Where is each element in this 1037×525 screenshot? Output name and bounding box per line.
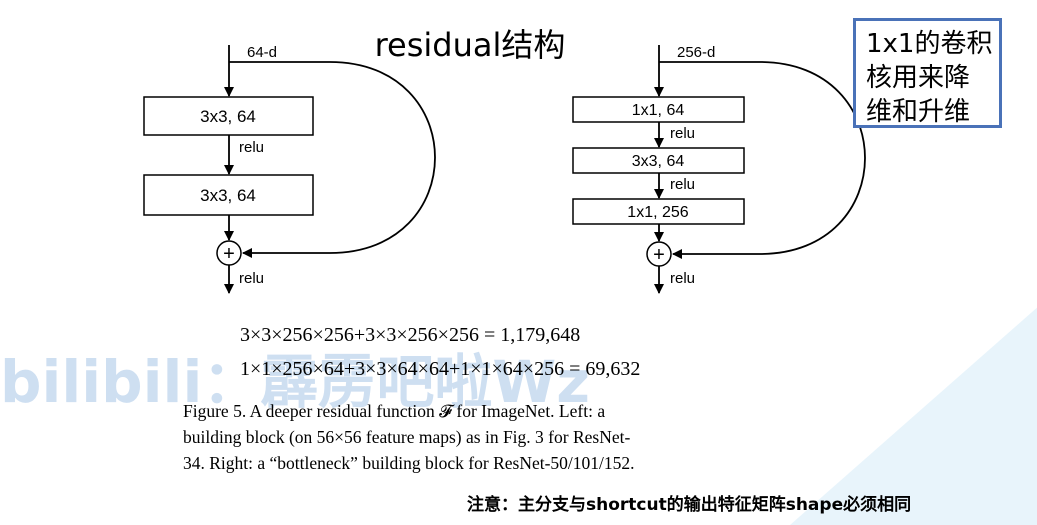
right-relu-label-1: relu <box>670 125 695 142</box>
right-layer-label-1: 1x1, 64 <box>632 102 685 119</box>
right-relu-label-2: relu <box>670 176 695 193</box>
right-layer-label-3: 1x1, 256 <box>627 204 688 221</box>
left-relu-label-2: relu <box>239 270 264 287</box>
caption-line-3: 34. Right: a “bottleneck” building block… <box>183 453 635 473</box>
right-layer-box-1 <box>572 96 745 123</box>
left-layer-label-1: 3x3, 64 <box>200 107 256 126</box>
decorative-triangle <box>790 305 1037 525</box>
left-layer-label-2: 3x3, 64 <box>200 186 256 205</box>
figure-caption: Figure 5. A deeper residual function 𝓕 f… <box>183 398 743 476</box>
page-title: residual结构 <box>374 26 566 64</box>
left-building-block: 64-d 3x3, 64 relu 3x3, 64 + relu <box>143 44 436 294</box>
watermark: bilibili：霹雳吧啦Wz <box>0 348 591 416</box>
note-line-2: 核用来降 <box>866 63 971 93</box>
equation-2: 1×1×256×64+3×3×64×64+1×1×64×256 = 69,632 <box>240 358 641 380</box>
note-line-1: 1x1的卷积 <box>866 29 993 59</box>
equation-1: 3×3×256×256+3×3×256×256 = 1,179,648 <box>240 324 581 346</box>
left-shortcut-arrow <box>229 61 436 258</box>
right-add-symbol: + <box>653 244 665 266</box>
right-layer-box-2 <box>572 147 745 174</box>
right-layer-box-3 <box>572 198 745 225</box>
right-layer-label-2: 3x3, 64 <box>632 153 685 170</box>
footer-note: 注意：主分支与shortcut的输出特征矩阵shape必须相同 <box>467 495 912 515</box>
left-relu-label-1: relu <box>239 139 264 156</box>
right-relu-label-3: relu <box>670 270 695 287</box>
left-input-label: 64-d <box>247 44 277 61</box>
caption-line-1: Figure 5. A deeper residual function 𝓕 f… <box>183 401 606 421</box>
left-add-symbol: + <box>223 243 235 265</box>
note-line-3: 维和升维 <box>866 97 971 127</box>
right-shortcut-arrow <box>659 61 866 259</box>
caption-line-2: building block (on 56×56 feature maps) a… <box>183 427 631 447</box>
right-input-label: 256-d <box>677 44 715 61</box>
right-building-block: 256-d 1x1, 64 relu 3x3, 64 relu 1x1, 256… <box>572 44 866 294</box>
left-layer-box-1 <box>143 96 314 136</box>
note-box: 1x1的卷积 核用来降 维和升维 <box>853 18 1002 128</box>
